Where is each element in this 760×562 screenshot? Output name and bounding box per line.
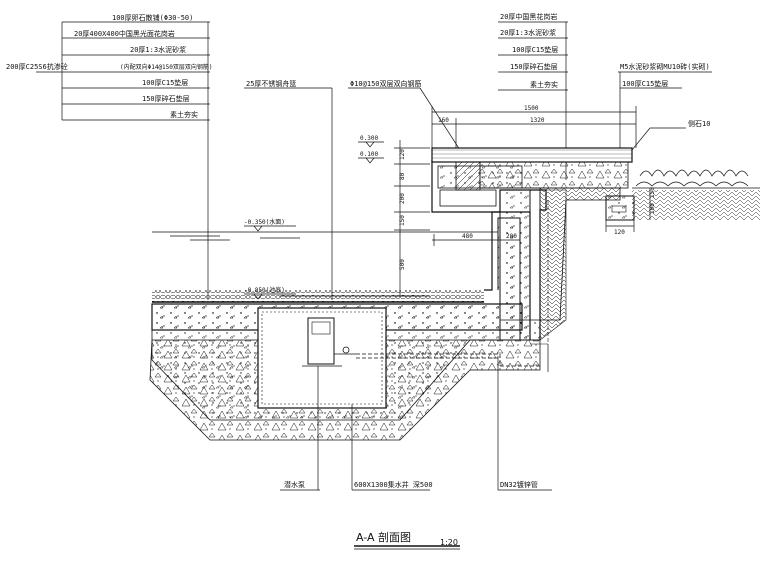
callout-soil-left: 素土夯实 <box>170 110 198 119</box>
callout-pump: 潜水泵 <box>284 480 305 489</box>
callout-c15-right: 100厚C15垫层 <box>512 45 558 54</box>
callout-gravel-left: 150厚碎石垫层 <box>142 94 190 103</box>
elev-water: -0.350(水面) <box>244 218 285 226</box>
dim-v120: 120 <box>399 149 406 160</box>
pool-structure <box>149 147 635 441</box>
dim-h120: 120 <box>614 229 625 236</box>
callout-granite-400: 20厚400X400中国黑光面花岗岩 <box>74 29 175 38</box>
dim-1320: 1320 <box>530 117 545 124</box>
mid-callouts: 25厚不锈钢舟篮 Φ10@150双层双向钢筋 M5水泥砂浆砌MU10砖(实砌) … <box>244 62 712 300</box>
right-callout-stack: 20厚中国黑花岗岩 20厚1:3水泥砂浆 100厚C15垫层 150厚碎石垫层 … <box>498 12 568 180</box>
callout-c15-mid: 100厚C15垫层 <box>622 79 668 88</box>
top-dimension-chain: 1500 160 1320 <box>431 105 637 148</box>
dim-h480: 480 <box>462 233 473 240</box>
left-callout-stack: 100厚卵石散铺(Φ30-50) 20厚400X400中国黑光面花岗岩 20厚1… <box>6 13 213 300</box>
callout-mortar-left: 20厚1:3水泥砂浆 <box>130 45 186 54</box>
elev-0100: 0.100 <box>360 151 378 158</box>
drawing-title: A-A 剖面图 1:20 <box>354 530 460 550</box>
dim-1500: 1500 <box>524 105 539 112</box>
elev-0300: 0.300 <box>360 135 378 142</box>
callout-steel-basket: 25厚不锈钢舟篮 <box>246 79 296 88</box>
bottom-callouts: 潜水泵 600X1300集水井 深500 DN32镀锌管 <box>280 356 552 491</box>
callout-granite-black: 20厚中国黑花岗岩 <box>500 12 557 21</box>
callout-curb: 侧石10 <box>688 119 710 128</box>
callout-sump-well: 600X1300集水井 深500 <box>354 480 433 489</box>
title-scale: 1:20 <box>440 538 458 547</box>
dim-v100: 100 <box>649 203 656 214</box>
callout-pebbles: 100厚卵石散铺(Φ30-50) <box>112 13 193 22</box>
dim-v150b: 150 <box>649 187 656 198</box>
callout-c15-left: 100厚C15垫层 <box>142 78 188 87</box>
callout-soil-right: 素土夯实 <box>530 80 558 89</box>
dim-v200: 200 <box>399 193 406 204</box>
dim-160: 160 <box>438 117 449 124</box>
callout-c25-concrete: 200厚C25S6抗渗砼 <box>6 62 68 71</box>
dim-v80: 80 <box>399 172 406 180</box>
elevation-markers: 0.300 0.100 -0.350(水面) -0.850(池底) <box>244 135 384 300</box>
planting-strip <box>632 169 760 220</box>
dim-v500: 500 <box>399 259 406 270</box>
callout-rebar-note: (内配双向Φ14@150双层双向钢筋) <box>120 63 213 71</box>
callout-pipe: DN32镀锌管 <box>500 480 538 489</box>
callout-mortar-brick: M5水泥砂浆砌MU10砖(实砌) <box>620 62 710 71</box>
water-surface <box>152 231 498 241</box>
curb-dimensions: 120 100 150 <box>605 187 656 236</box>
title-text: A-A 剖面图 <box>356 530 411 544</box>
callout-rebar: Φ10@150双层双向钢筋 <box>350 79 422 88</box>
dim-v150: 150 <box>399 215 406 226</box>
callout-gravel-right: 150厚碎石垫层 <box>510 62 558 71</box>
callout-mortar-right: 20厚1:3水泥砂浆 <box>500 28 556 37</box>
